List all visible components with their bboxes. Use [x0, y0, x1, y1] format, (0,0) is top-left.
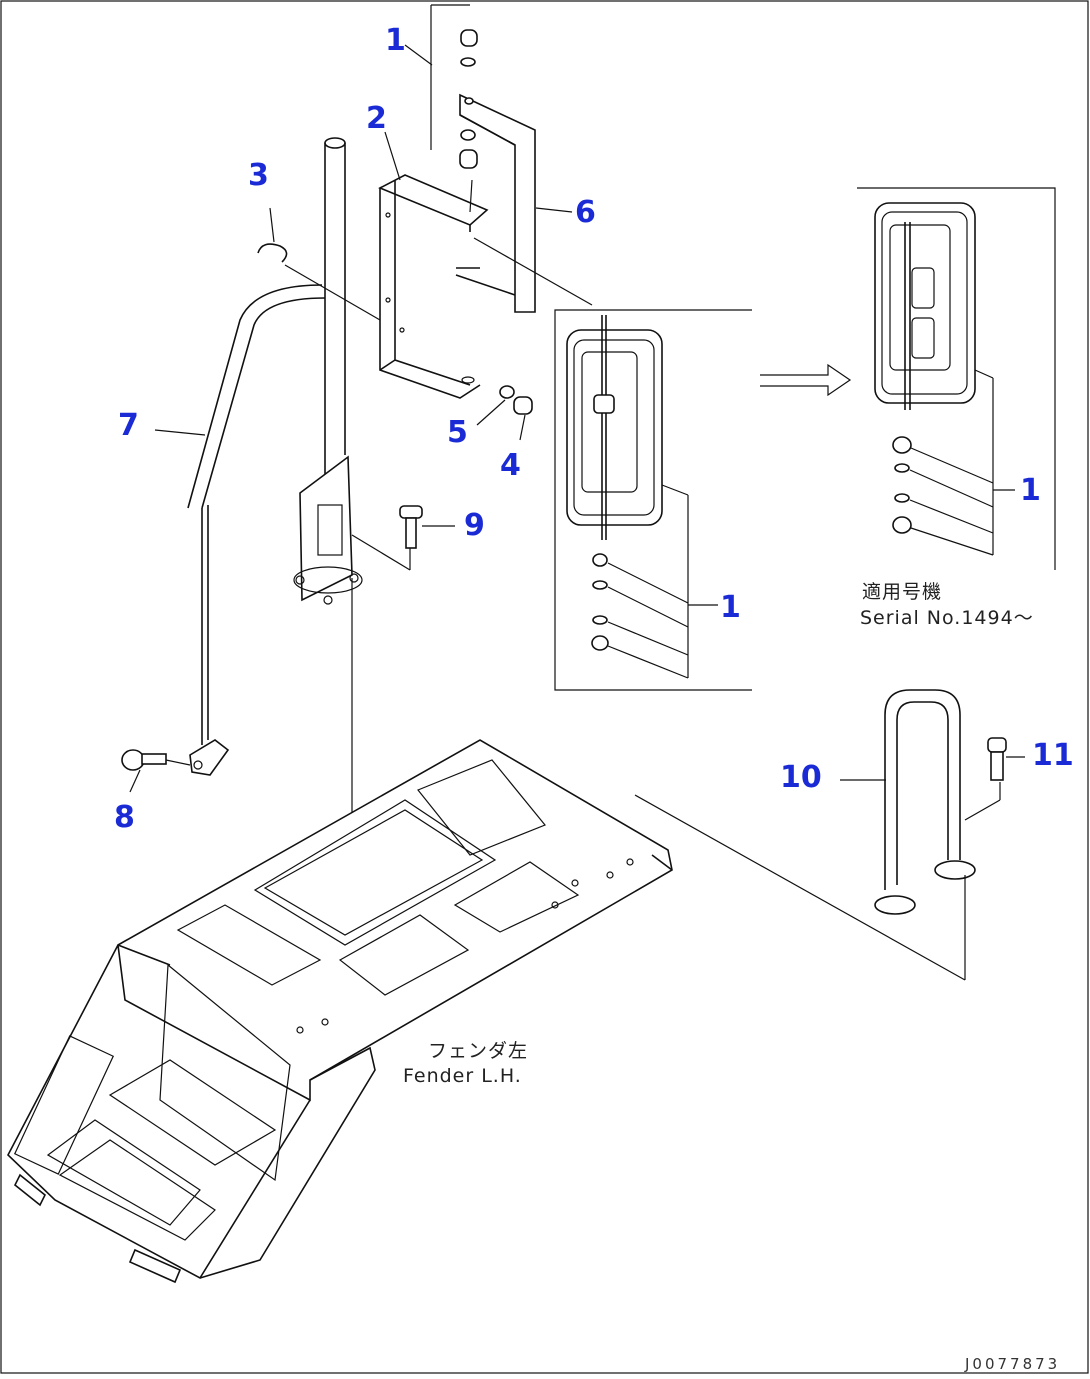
serial-note-en: Serial No.1494〜	[860, 607, 1034, 629]
fender-label-en: Fender L.H.	[403, 1065, 522, 1087]
detail-box-mirror	[554, 309, 752, 691]
arrow-icon	[760, 363, 852, 397]
callout-6: 6	[575, 195, 596, 230]
washer-part-5	[476, 385, 515, 426]
bracket-part-2	[378, 174, 593, 399]
clip-part-3	[257, 207, 381, 321]
mirror-panel-part-6	[430, 4, 536, 313]
callout-5: 5	[447, 415, 468, 450]
callout-1-top: 1	[385, 23, 406, 58]
bolt-part-9	[399, 505, 455, 570]
callout-7: 7	[118, 408, 139, 443]
callout-2: 2	[366, 101, 387, 136]
drawing-code: J0077873	[964, 1355, 1060, 1373]
mirror-pole	[293, 137, 411, 1025]
fender-label-jp: フェンダ左	[428, 1040, 528, 1062]
fender-lh	[7, 739, 673, 1284]
pin-part-8	[121, 749, 191, 793]
callout-3: 3	[248, 158, 269, 193]
callout-9: 9	[464, 508, 485, 543]
nut-part-4	[513, 396, 533, 441]
detail-box-mirror-serial	[857, 187, 1056, 570]
bolt-part-11	[964, 737, 1025, 821]
callout-8: 8	[114, 800, 135, 835]
callout-11: 11	[1032, 738, 1074, 773]
serial-note-jp: 適用号機	[862, 581, 942, 603]
handrail-part-7	[154, 284, 326, 776]
callout-1-serial: 1	[1020, 473, 1041, 508]
handrail-part-10	[634, 689, 976, 981]
callout-1-detail: 1	[720, 590, 741, 625]
callout-4: 4	[500, 448, 521, 483]
callout-10: 10	[780, 760, 822, 795]
